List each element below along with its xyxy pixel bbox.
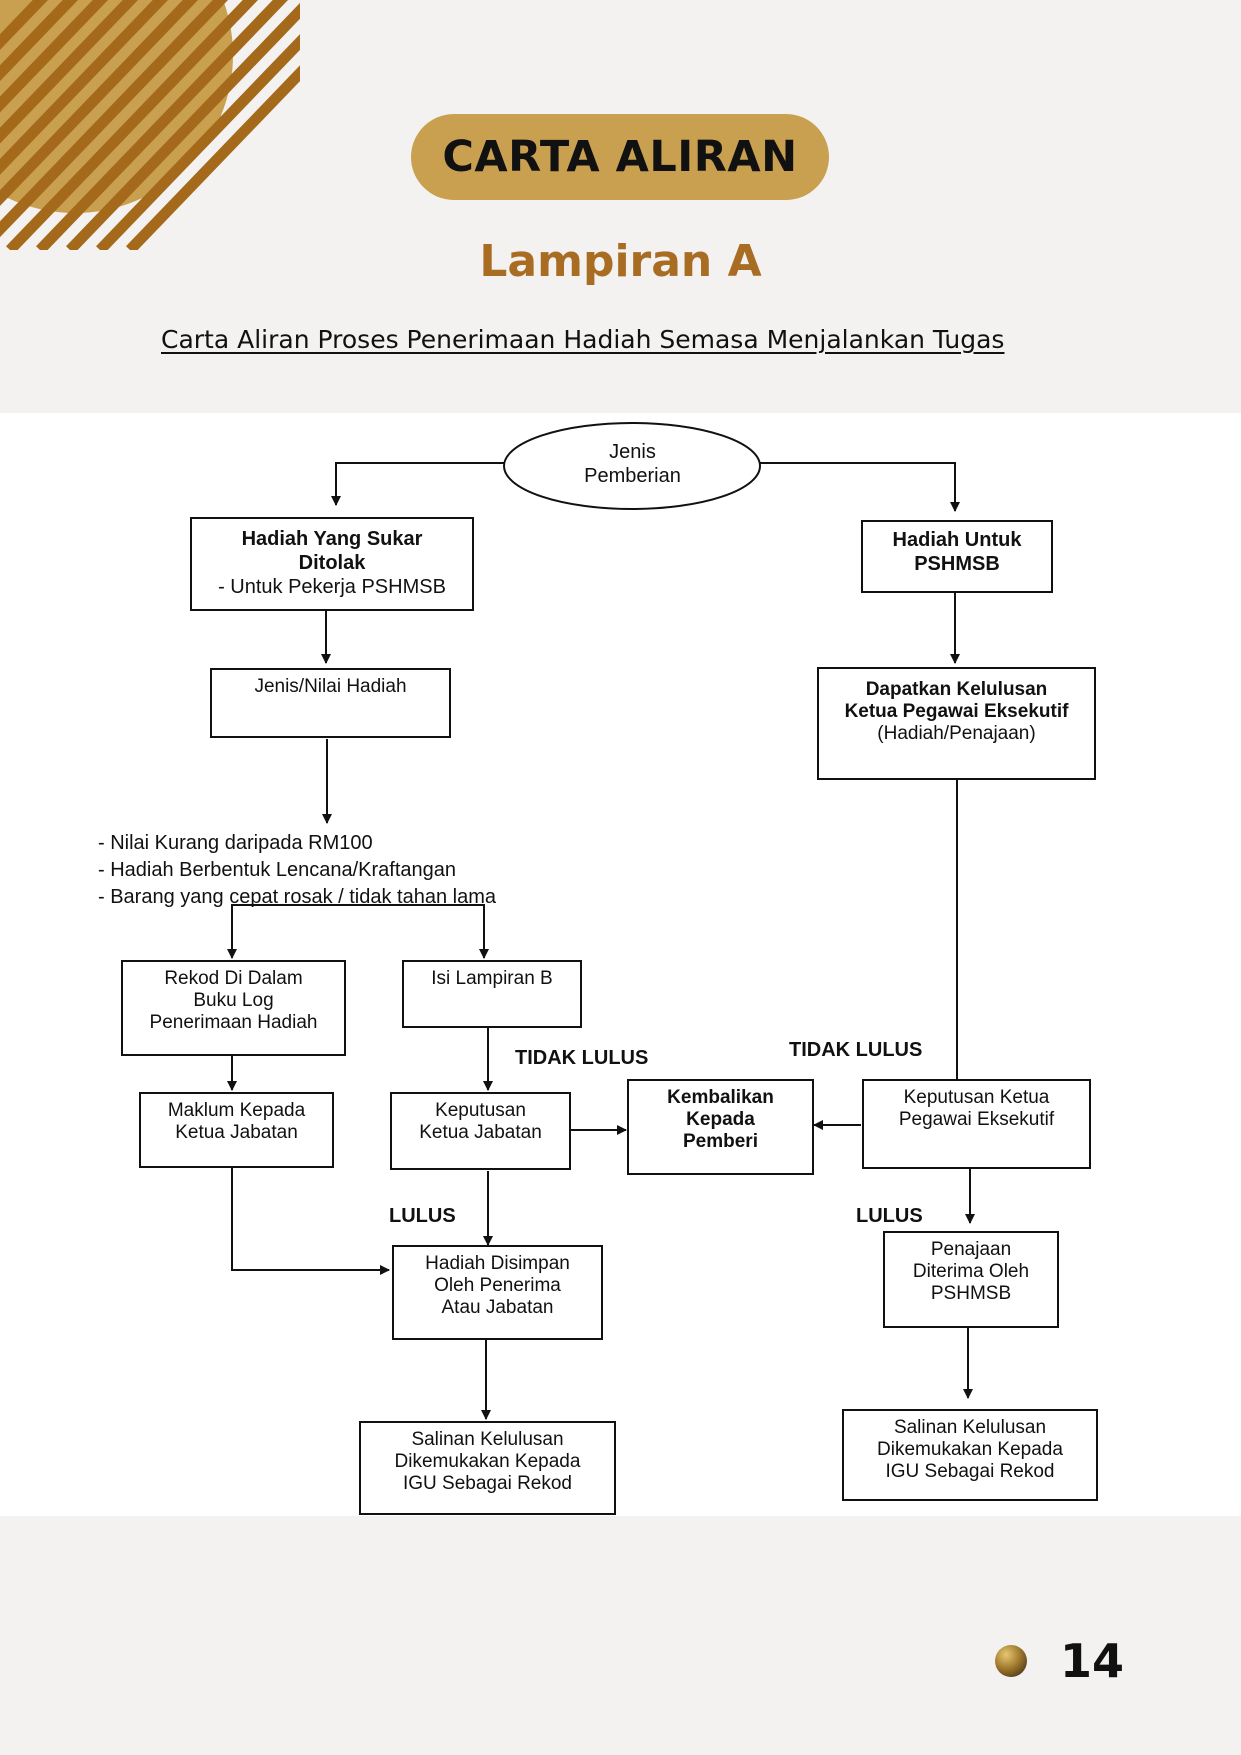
box-penajaan-diterima: Penajaan Diterima Oleh PSHMSB: [883, 1231, 1059, 1328]
box-line: Ketua Jabatan: [175, 1122, 298, 1143]
box-line: Kembalikan: [667, 1087, 774, 1108]
box-line: Dikemukakan Kepada: [394, 1451, 581, 1472]
box-line: Dapatkan Kelulusan: [865, 679, 1048, 700]
box-line: Atau Jabatan: [441, 1297, 554, 1318]
start-label: Jenis Pemberian: [505, 440, 760, 488]
box-line: Dikemukakan Kepada: [877, 1439, 1063, 1460]
box-line: Hadiah Disimpan: [425, 1253, 570, 1274]
striped-circle-decoration: [0, 0, 300, 250]
box-jenis-nilai-hadiah: Jenis/Nilai Hadiah: [210, 668, 451, 738]
box-line: Ketua Jabatan: [419, 1122, 542, 1143]
title-badge: CARTA ALIRAN: [411, 114, 829, 200]
label-tidak-lulus-right: TIDAK LULUS: [789, 1039, 923, 1061]
box-isi-lampiran-b: Isi Lampiran B: [402, 960, 582, 1028]
label-lulus-left: LULUS: [389, 1205, 456, 1227]
box-line: Salinan Kelulusan: [411, 1429, 564, 1450]
box-line: Pegawai Eksekutif: [898, 1109, 1055, 1130]
box-line: Jenis/Nilai Hadiah: [254, 676, 407, 697]
box-keputusan-ceo: Keputusan Ketua Pegawai Eksekutif: [862, 1079, 1091, 1169]
box-line: IGU Sebagai Rekod: [403, 1473, 572, 1494]
box-subline: (Hadiah/Penajaan): [877, 723, 1036, 744]
flowchart: Jenis Pemberian Hadiah Yang Sukar Ditola…: [0, 413, 1241, 1516]
box-line: Keputusan: [435, 1100, 526, 1121]
start-line-2: Pemberian: [584, 465, 681, 487]
box-line: Kepada: [686, 1109, 755, 1130]
box-line: Ketua Pegawai Eksekutif: [844, 701, 1069, 722]
label-tidak-lulus-left: TIDAK LULUS: [515, 1047, 649, 1069]
box-line: Diterima Oleh: [912, 1261, 1030, 1282]
box-rekod-buku-log: Rekod Di Dalam Buku Log Penerimaan Hadia…: [121, 960, 346, 1056]
arrow-start-to-left: [331, 462, 504, 506]
box-line: Ditolak: [298, 552, 366, 574]
arrow-maklum-to-disimpan: [231, 1167, 390, 1275]
box-salinan-kelulusan-right: Salinan Kelulusan Dikemukakan Kepada IGU…: [842, 1409, 1098, 1501]
box-line: Rekod Di Dalam: [164, 968, 303, 989]
page-number: 14: [1060, 1634, 1125, 1688]
box-line: Maklum Kepada: [167, 1100, 306, 1121]
list-item: Hadiah Berbentuk Lencana/Kraftangan: [98, 857, 496, 884]
box-line: Penajaan: [930, 1239, 1012, 1260]
start-ellipse: [503, 422, 761, 510]
box-line: Oleh Penerima: [434, 1275, 561, 1296]
arrow-start-to-right: [760, 462, 960, 512]
start-line-1: Jenis: [609, 441, 656, 463]
box-line: Hadiah Yang Sukar: [241, 528, 423, 550]
box-hadiah-disimpan: Hadiah Disimpan Oleh Penerima Atau Jabat…: [392, 1245, 603, 1340]
box-line: IGU Sebagai Rekod: [885, 1461, 1055, 1482]
box-dapatkan-kelulusan: Dapatkan Kelulusan Ketua Pegawai Eksekut…: [817, 667, 1096, 780]
diagram-caption: Carta Aliran Proses Penerimaan Hadiah Se…: [161, 325, 1005, 354]
box-line: Buku Log: [193, 990, 274, 1011]
box-salinan-kelulusan-left: Salinan Kelulusan Dikemukakan Kepada IGU…: [359, 1421, 616, 1515]
box-line: Penerimaan Hadiah: [149, 1012, 318, 1033]
page-subtitle: Lampiran A: [479, 236, 762, 287]
box-keputusan-ketua-jabatan: Keputusan Ketua Jabatan: [390, 1092, 571, 1170]
box-maklum-ketua-jabatan: Maklum Kepada Ketua Jabatan: [139, 1092, 334, 1168]
list-item: Nilai Kurang daripada RM100: [98, 830, 496, 857]
box-line: Salinan Kelulusan: [893, 1417, 1047, 1438]
box-hadiah-untuk-pshmsb: Hadiah Untuk PSHMSB: [861, 520, 1053, 593]
box-line: PSHMSB: [914, 553, 1000, 575]
box-line: Hadiah Untuk: [892, 529, 1022, 551]
box-line: Isi Lampiran B: [431, 968, 553, 989]
label-lulus-right: LULUS: [856, 1205, 923, 1227]
box-kembalikan-pemberi: Kembalikan Kepada Pemberi: [627, 1079, 814, 1175]
box-hadiah-sukar-ditolak: Hadiah Yang Sukar Ditolak - Untuk Pekerj…: [190, 517, 474, 611]
list-item: Barang yang cepat rosak / tidak tahan la…: [98, 884, 496, 911]
box-line: Keputusan Ketua: [903, 1087, 1050, 1108]
box-line: PSHMSB: [930, 1283, 1012, 1304]
box-line: Pemberi: [683, 1131, 758, 1152]
criteria-list: Nilai Kurang daripada RM100 Hadiah Berbe…: [98, 830, 496, 911]
box-subline: - Untuk Pekerja PSHMSB: [218, 576, 446, 598]
gold-sphere-icon: [995, 1645, 1027, 1677]
